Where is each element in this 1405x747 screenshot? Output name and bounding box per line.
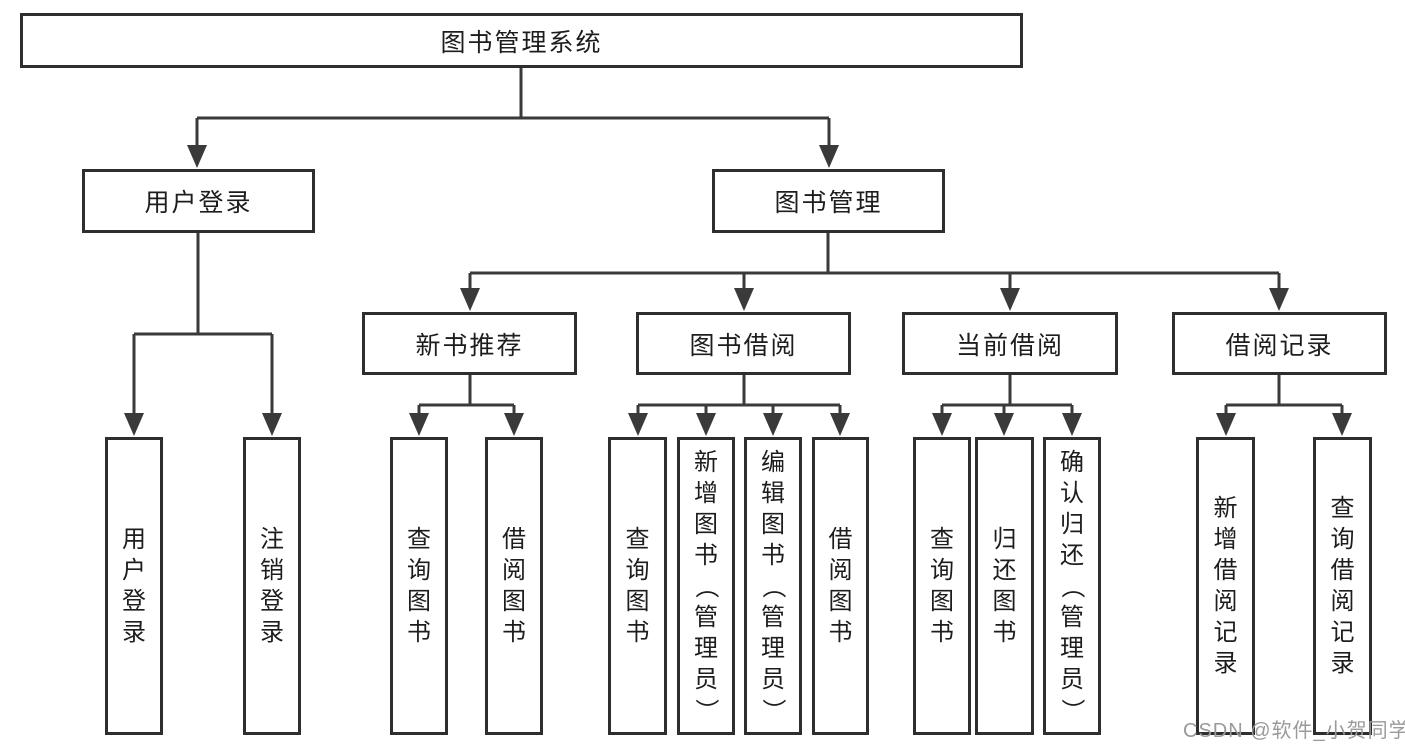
leaf-confirm-return-admin: 确认归还（管理员） — [1043, 437, 1101, 735]
node-book-borrowing-label: 图书借阅 — [689, 331, 798, 360]
leaf-query-books-current: 查询图书 — [913, 437, 971, 735]
leaf-borrow-books-recommend: 借阅图书 — [485, 437, 543, 735]
node-book-borrowing: 图书借阅 — [636, 312, 851, 375]
node-book-management-label: 图书管理 — [774, 189, 883, 217]
leaf-borrow-books: 借阅图书 — [812, 437, 869, 735]
leaf-query-books-recommend: 查询图书 — [390, 437, 448, 735]
leaf-query-books-borrowing: 查询图书 — [608, 437, 667, 735]
leaf-query-borrow-record: 查询借阅记录 — [1313, 437, 1372, 735]
node-root-label: 图书管理系统 — [440, 28, 603, 57]
node-new-book-recommend: 新书推荐 — [362, 312, 577, 375]
node-current-borrowing: 当前借阅 — [902, 312, 1118, 375]
node-current-borrowing-label: 当前借阅 — [955, 331, 1064, 360]
node-book-management: 图书管理 — [712, 169, 945, 233]
leaf-edit-books-admin: 编辑图书（管理员） — [744, 437, 802, 735]
leaf-logout: 注销登录 — [243, 437, 301, 735]
leaf-return-books: 归还图书 — [975, 437, 1034, 735]
leaf-user-login: 用户登录 — [105, 437, 163, 735]
node-new-book-recommend-label: 新书推荐 — [415, 331, 524, 360]
leaf-add-books-admin: 新增图书（管理员） — [677, 437, 735, 735]
node-borrowing-records: 借阅记录 — [1172, 312, 1387, 375]
node-user-login: 用户登录 — [82, 169, 315, 233]
node-root: 图书管理系统 — [20, 13, 1023, 68]
node-user-login-label: 用户登录 — [144, 189, 253, 217]
csdn-watermark: CSDN @软件_小贺同学 — [1183, 720, 1405, 742]
leaf-add-borrow-record: 新增借阅记录 — [1196, 437, 1255, 735]
node-borrowing-records-label: 借阅记录 — [1225, 331, 1334, 360]
